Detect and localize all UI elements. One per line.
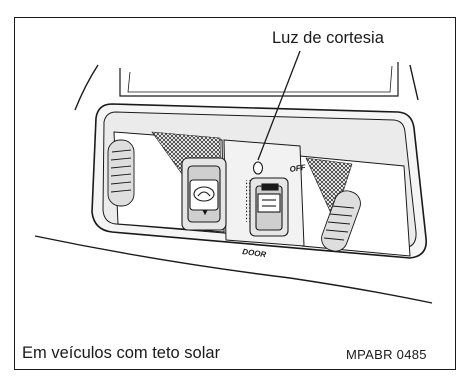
callout-leader	[257, 50, 301, 161]
headliner-lower-curve	[34, 235, 433, 304]
sunroof-recess-inner	[127, 65, 393, 93]
figure-code: MPABR 0485	[346, 347, 427, 362]
right-lamp-switch	[321, 190, 361, 252]
left-lamp-switch	[107, 139, 135, 207]
courtesy-light-callout: Luz de cortesia	[272, 29, 384, 47]
sunroof-switch	[181, 157, 227, 231]
headliner-line-right	[409, 64, 419, 101]
figure-frame	[14, 17, 456, 370]
switch-mark-door: DOOR	[242, 247, 267, 259]
sunroof-recess	[119, 62, 399, 97]
courtesy-light-lens	[252, 161, 264, 175]
headliner-line-left	[74, 64, 99, 111]
switch-mark-off: OFF	[289, 163, 307, 174]
figure-caption: Em veículos com teto solar	[22, 344, 221, 362]
courtesy-light-switch	[249, 177, 289, 237]
